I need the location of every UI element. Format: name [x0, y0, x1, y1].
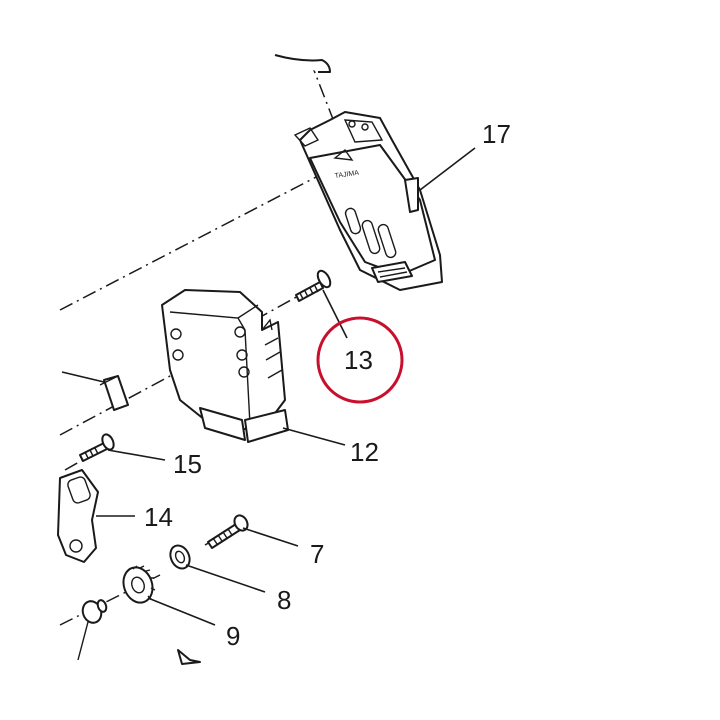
callout-12: 12	[350, 437, 379, 467]
washer-8	[169, 544, 191, 570]
screw-13	[295, 269, 332, 302]
screw-15	[79, 433, 115, 462]
clip	[99, 375, 129, 411]
screw-7	[207, 514, 249, 549]
leader-lines	[61, 147, 476, 626]
brand-mark: TAJIMA	[334, 170, 359, 180]
housing-12	[161, 289, 289, 443]
callout-13: 13	[344, 345, 373, 375]
callout-8: 8	[277, 585, 291, 615]
top-partial-part	[274, 54, 331, 73]
callout-17: 17	[482, 119, 511, 149]
callout-15: 15	[173, 449, 202, 479]
callout-14: 14	[144, 502, 173, 532]
cover-plate-17: TAJIMA	[293, 111, 443, 291]
lever-14	[57, 469, 99, 563]
shaft-bushing	[77, 599, 108, 661]
highlight-circle	[316, 316, 404, 404]
callout-9: 9	[226, 621, 240, 651]
callouts: 17 13 12 15 14 7 8 9	[144, 119, 511, 651]
bottom-partial-part	[177, 649, 201, 665]
gear-9	[122, 565, 156, 604]
callout-7: 7	[310, 539, 324, 569]
